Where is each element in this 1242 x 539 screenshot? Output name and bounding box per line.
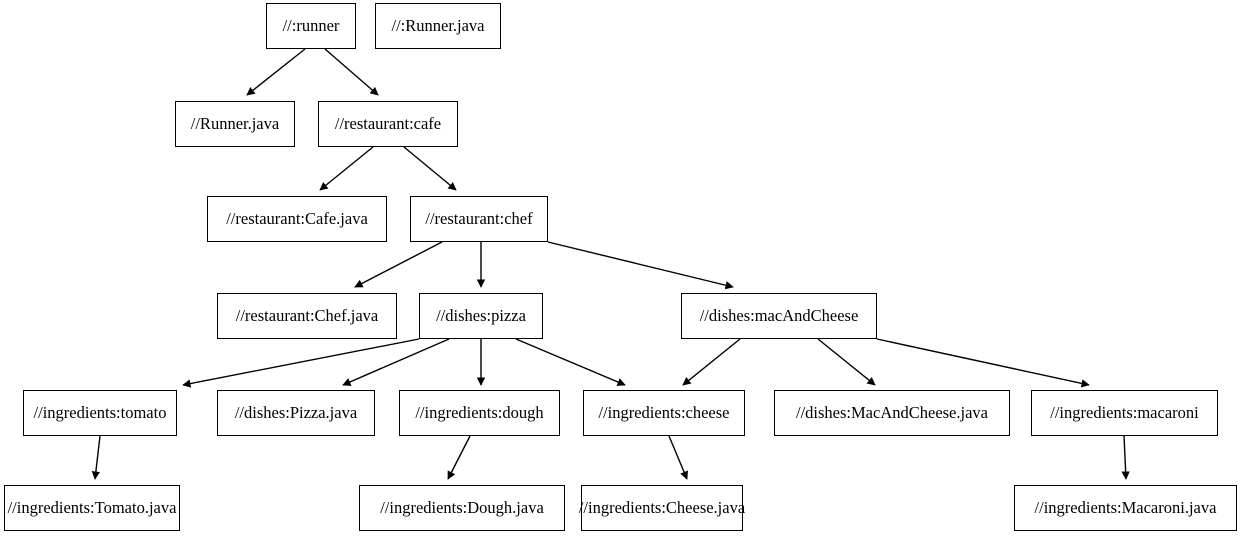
graph-node-label: //ingredients:Cheese.java xyxy=(578,497,746,517)
graph-edge xyxy=(246,48,306,96)
graph-node-label: //ingredients:dough xyxy=(415,402,544,422)
graph-node-label: //dishes:pizza xyxy=(436,305,526,325)
graph-node-ingredients_macaroni[interactable]: //ingredients:macaroni xyxy=(1031,390,1218,436)
edge-group xyxy=(91,48,1130,480)
graph-node-ingredients_cheese[interactable]: //ingredients:cheese xyxy=(583,390,745,436)
graph-edge xyxy=(515,338,626,386)
graph-edge xyxy=(547,241,734,290)
graph-node-ingredients_tomato_java[interactable]: //ingredients:Tomato.java xyxy=(4,485,180,531)
graph-edge xyxy=(354,241,443,288)
graph-node-ingredients_cheese_java[interactable]: //ingredients:Cheese.java xyxy=(578,485,746,531)
graph-node-label: //dishes:MacAndCheese.java xyxy=(796,402,988,422)
graph-edge xyxy=(447,435,471,480)
graph-node-runner_java[interactable]: //Runner.java xyxy=(175,101,295,147)
graph-node-label: //ingredients:Macaroni.java xyxy=(1034,497,1217,517)
graph-edge xyxy=(91,435,101,480)
graph-node-dishes_pizza[interactable]: //dishes:pizza xyxy=(419,293,543,339)
graph-node-label: //:Runner.java xyxy=(391,15,485,35)
graph-node-dishes_macandcheese_java[interactable]: //dishes:MacAndCheese.java xyxy=(774,390,1010,436)
graph-node-label: //:runner xyxy=(282,15,340,35)
graph-edge xyxy=(319,146,374,191)
graph-edge xyxy=(876,338,1090,388)
graph-node-label: //ingredients:Dough.java xyxy=(380,497,544,517)
graph-edge xyxy=(403,146,457,191)
graph-edge xyxy=(668,435,688,480)
graph-node-label: //restaurant:Cafe.java xyxy=(226,208,368,228)
graph-edge xyxy=(817,338,876,386)
graph-node-label: //restaurant:Chef.java xyxy=(235,305,379,325)
graph-node-runner[interactable]: //:runner xyxy=(266,3,356,49)
graph-node-ingredients_macaroni_java[interactable]: //ingredients:Macaroni.java xyxy=(1014,485,1237,531)
graph-node-ingredients_dough[interactable]: //ingredients:dough xyxy=(399,390,560,436)
graph-edge xyxy=(342,338,450,386)
graph-node-restaurant_cafe[interactable]: //restaurant:cafe xyxy=(318,101,458,147)
graph-node-restaurant_cafe_java[interactable]: //restaurant:Cafe.java xyxy=(207,196,387,242)
graph-edge xyxy=(1121,435,1130,480)
graph-node-restaurant_chef_java[interactable]: //restaurant:Chef.java xyxy=(217,293,397,339)
graph-node-label: //Runner.java xyxy=(190,113,280,133)
graph-node-restaurant_chef[interactable]: //restaurant:chef xyxy=(410,196,548,242)
graph-node-ingredients_tomato[interactable]: //ingredients:tomato xyxy=(23,390,177,436)
graph-node-label: //ingredients:cheese xyxy=(598,402,730,422)
graph-edge xyxy=(682,338,741,386)
graph-node-dishes_macandcheese[interactable]: //dishes:macAndCheese xyxy=(681,293,877,339)
graph-node-label: //restaurant:cafe xyxy=(334,113,442,133)
graph-node-label: //dishes:macAndCheese xyxy=(699,305,859,325)
graph-node-label: //ingredients:macaroni xyxy=(1050,402,1199,422)
graph-node-ingredients_dough_java[interactable]: //ingredients:Dough.java xyxy=(359,485,565,531)
graph-node-dishes_pizza_java[interactable]: //dishes:Pizza.java xyxy=(217,390,375,436)
graph-edge xyxy=(324,48,379,96)
graph-node-label: //restaurant:chef xyxy=(425,208,533,228)
graph-edge xyxy=(182,338,420,388)
graph-node-root_runner_java[interactable]: //:Runner.java xyxy=(375,3,501,49)
graph-node-label: //ingredients:tomato xyxy=(33,402,167,422)
graph-node-label: //dishes:Pizza.java xyxy=(234,402,358,422)
graph-node-label: //ingredients:Tomato.java xyxy=(7,497,177,517)
